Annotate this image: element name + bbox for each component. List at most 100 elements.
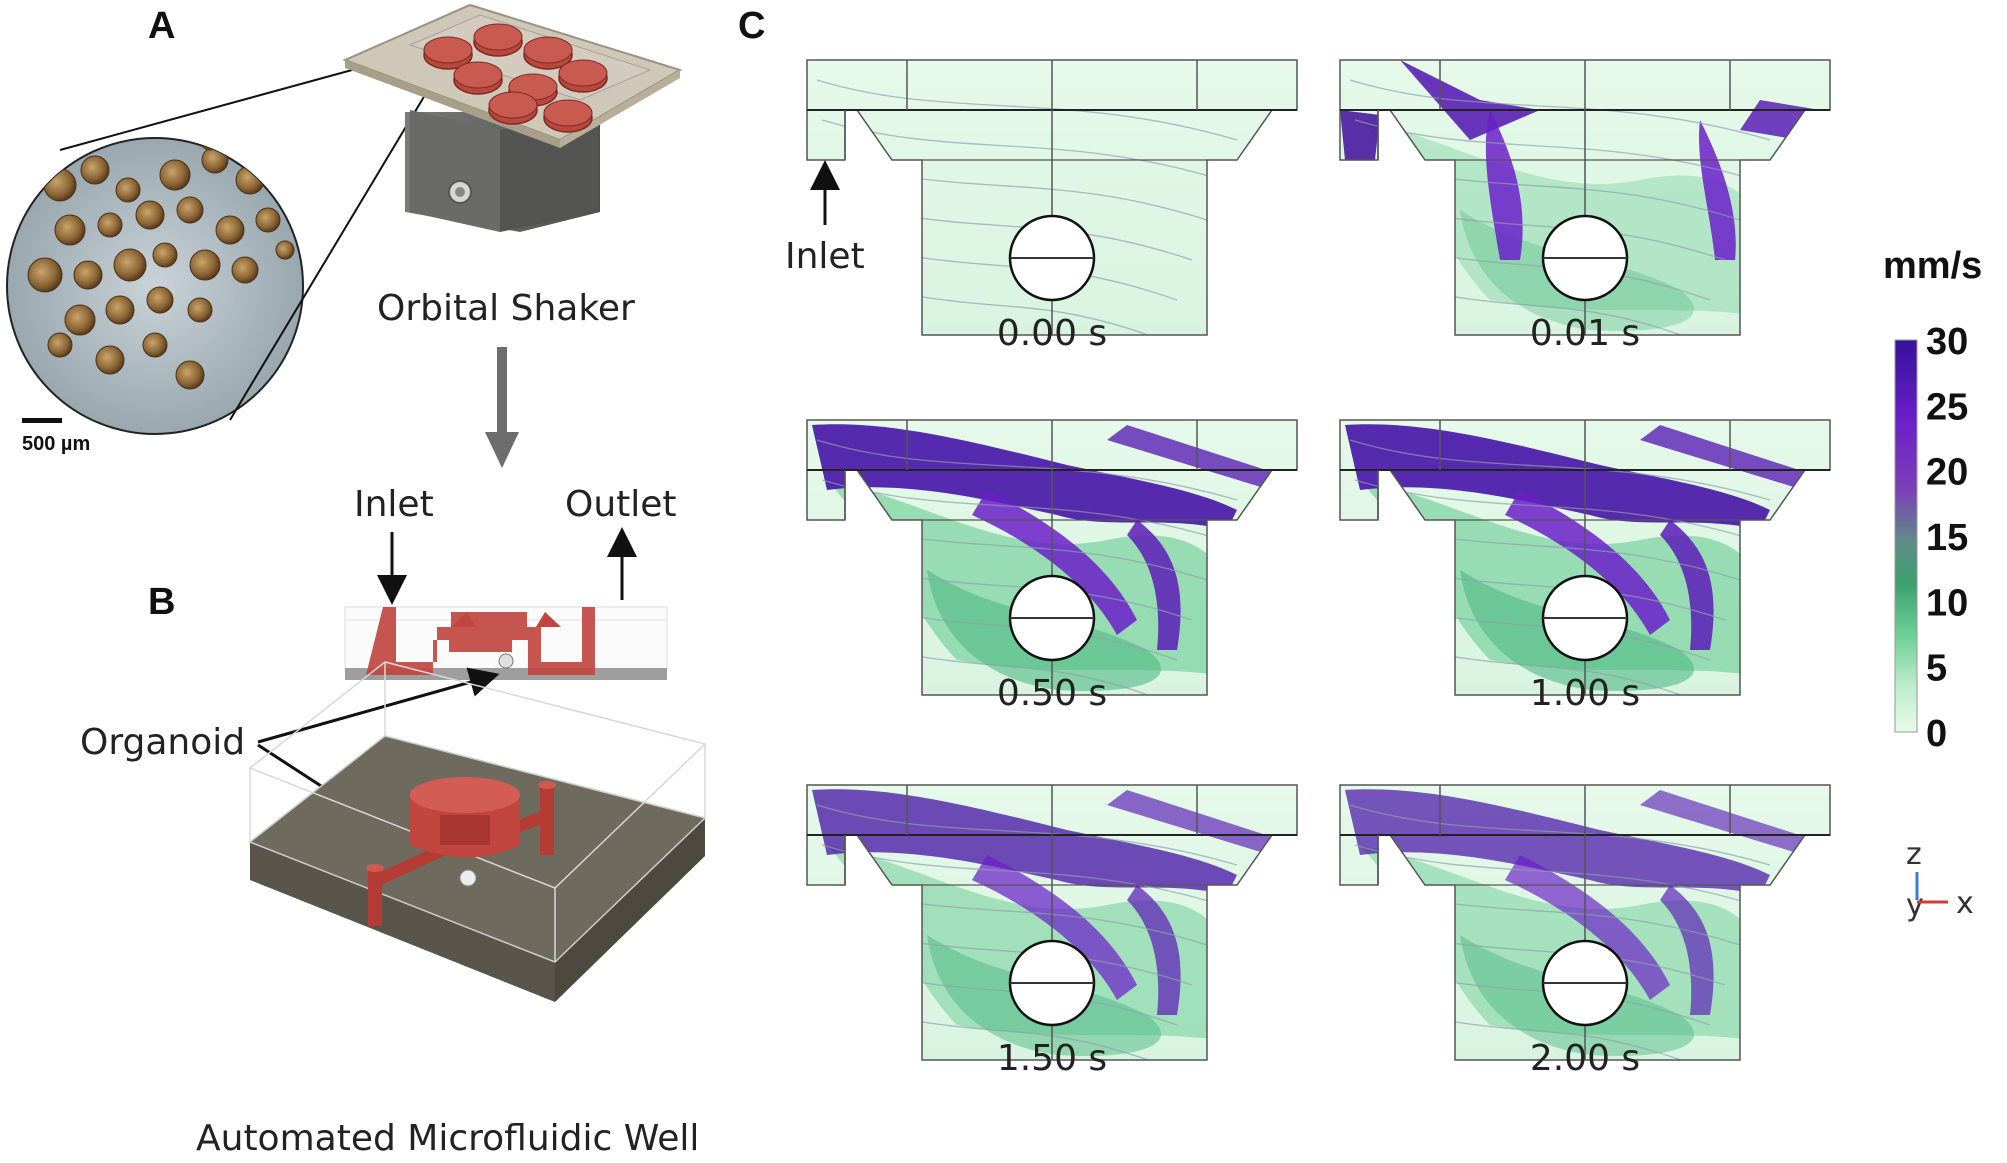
frame-time-label: 0.01 s <box>1530 313 1640 354</box>
organoid-icon <box>135 200 165 230</box>
well-caption: Automated Microfluidic Well <box>196 1118 699 1159</box>
colorbar-tick-label: 0 <box>1926 713 1947 755</box>
scale-bar-label: 500 µm <box>22 433 90 455</box>
organoid-micrograph <box>6 137 304 435</box>
well-top-icon <box>488 91 538 119</box>
organoid-icon <box>159 159 191 191</box>
colorbar-tick-label: 5 <box>1926 648 1947 690</box>
organoid-icon <box>187 297 213 323</box>
organoid-icon <box>152 242 178 268</box>
organoid-icon <box>105 295 135 325</box>
streamline <box>1349 439 1771 501</box>
flow-jet <box>1345 424 1770 530</box>
organoid-icon <box>95 345 125 375</box>
axis-z-label: z <box>1906 837 1922 872</box>
well-3d-render <box>248 661 707 1002</box>
frame-time-label: 1.50 s <box>997 1038 1107 1079</box>
flow-jet <box>1340 110 1380 160</box>
streamline <box>1354 844 1756 906</box>
organoid-icon <box>231 256 259 284</box>
colorbar-tick-label: 15 <box>1926 517 1968 559</box>
colorbar-tick-label: 30 <box>1926 321 1968 363</box>
streamline <box>1349 79 1771 141</box>
organoid-icon <box>215 215 245 245</box>
organoid-icon <box>27 257 63 293</box>
organoid-icon <box>199 138 221 151</box>
flow-jet <box>1107 425 1297 495</box>
well-top-icon <box>523 36 573 64</box>
colorbar-tick-label: 25 <box>1926 386 1968 428</box>
flow-jet <box>1400 60 1540 140</box>
flow-jet <box>1698 120 1736 260</box>
organoid-icon <box>47 332 73 358</box>
organoid-icon <box>275 240 295 260</box>
flow-jet <box>1640 790 1830 860</box>
frame-time-label: 2.00 s <box>1530 1038 1640 1079</box>
well-top-icon <box>423 36 473 64</box>
axis-y-label: y <box>1906 888 1924 923</box>
flow-jet <box>1107 790 1297 860</box>
organoid-icon <box>146 286 174 314</box>
organoid-icon <box>64 304 96 336</box>
panel-label-a: A <box>148 5 175 47</box>
organoid-label: Organoid <box>80 722 245 763</box>
streamline <box>816 804 1238 866</box>
outlet-label-b: Outlet <box>565 484 677 525</box>
frame-time-label: 1.00 s <box>1530 673 1640 714</box>
colorbar-tick-label: 20 <box>1926 452 1968 494</box>
colorbar-tick-label: 10 <box>1926 582 1968 624</box>
simulation-frame: 2.00 s <box>1339 784 1831 1079</box>
organoid-pointer-top <box>257 667 500 744</box>
simulation-frame: 0.00 s <box>806 59 1298 354</box>
colorbar-ticks: 30 25 20 15 10 5 0 <box>1926 321 1968 755</box>
flow-jet <box>1660 885 1714 1015</box>
streamline <box>1349 804 1771 866</box>
flow-jet <box>1127 885 1181 1015</box>
axis-triad: z y x <box>1906 837 1974 923</box>
axis-x-label: x <box>1956 886 1974 921</box>
panel-label-c: C <box>738 5 765 47</box>
orbital-shaker-illustration <box>342 3 683 232</box>
organoid-icon <box>113 248 147 282</box>
organoid-icon <box>235 165 265 195</box>
orbital-shaker-label: Orbital Shaker <box>377 288 635 329</box>
flow-jet <box>1640 425 1830 495</box>
streamline <box>821 119 1223 181</box>
colorbar-unit: mm/s <box>1883 245 1982 287</box>
flow-jet <box>1505 855 1670 1000</box>
simulation-frame: 0.50 s <box>806 419 1298 714</box>
flow-jet <box>1505 490 1670 635</box>
organoid-icon <box>54 214 86 246</box>
organoid-icon <box>176 196 204 224</box>
organoid-icon <box>175 360 205 390</box>
simulation-frame: 1.00 s <box>1339 419 1831 714</box>
frame-time-label: 0.00 s <box>997 313 1107 354</box>
organoid-icon <box>73 260 103 290</box>
organoid-icon <box>201 146 229 174</box>
well-top-icon <box>558 59 608 87</box>
organoid-icon <box>189 249 221 281</box>
well-top-icon <box>473 23 523 51</box>
streamline <box>816 79 1238 141</box>
panel-label-b: B <box>148 581 175 623</box>
simulation-frame: 0.01 s <box>1339 59 1831 354</box>
flow-jet <box>1345 789 1770 895</box>
flow-jet <box>972 855 1137 1000</box>
inlet-label-c: Inlet <box>785 236 865 277</box>
streamline <box>821 844 1223 906</box>
process-arrow <box>485 347 519 468</box>
streamline <box>821 479 1223 541</box>
flow-jet <box>1660 520 1714 650</box>
colorbar <box>1894 339 1918 733</box>
organoid-icon <box>142 332 168 358</box>
well-cross-section <box>344 606 668 680</box>
organoid-icon <box>115 177 141 203</box>
simulation-frame: 1.50 s <box>806 784 1298 1079</box>
flow-jet <box>1127 520 1181 650</box>
organoid-icon <box>43 168 77 202</box>
well-top-icon <box>543 99 593 127</box>
flow-jet <box>812 424 1237 530</box>
organoid-icon <box>80 155 110 185</box>
simulation-frames: 0.00 s 0.01 s 0.50 s 1.00 s 1.50 s 2.00 s <box>806 59 1831 1079</box>
